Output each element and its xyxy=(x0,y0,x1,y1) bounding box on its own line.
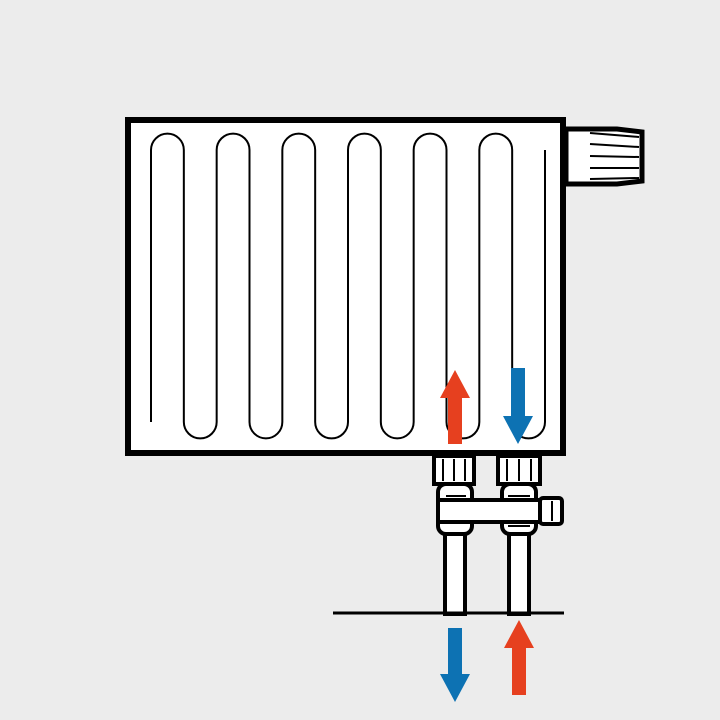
radiator-fins xyxy=(150,132,546,440)
radiator-supply-arrow xyxy=(440,370,470,444)
pipes xyxy=(443,532,531,616)
radiator-body xyxy=(125,117,566,456)
valve-connection-block xyxy=(432,454,564,536)
flow-arrows xyxy=(440,368,534,702)
radiator-return-arrow xyxy=(503,368,533,444)
floor-return-arrow xyxy=(440,628,470,702)
floor-supply-arrow xyxy=(504,620,534,695)
thermostat-head-icon xyxy=(563,126,645,187)
